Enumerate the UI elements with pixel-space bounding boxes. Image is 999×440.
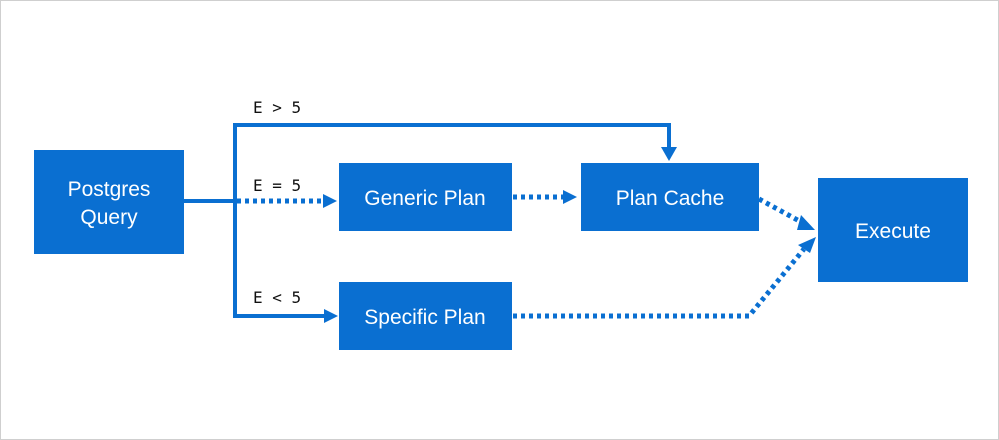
arrowhead-execute-from-specific <box>798 237 816 253</box>
node-postgres-query: Postgres Query <box>34 150 184 254</box>
edge-lt-to-specific-plan <box>233 201 324 318</box>
arrowhead-plan-cache <box>661 147 677 161</box>
node-postgres-query-line-1: Postgres <box>68 178 151 201</box>
node-specific-plan: Specific Plan <box>339 282 512 350</box>
node-execute-label: Execute <box>855 220 931 243</box>
node-specific-plan-label: Specific Plan <box>364 306 485 329</box>
edge-cache-to-execute <box>757 196 805 226</box>
edge-specific-to-execute <box>513 247 806 319</box>
node-plan-cache-label: Plan Cache <box>616 187 725 210</box>
edge-label-gt: E > 5 <box>253 98 301 117</box>
node-plan-cache: Plan Cache <box>581 163 759 231</box>
arrowhead-cache-from-generic <box>563 190 577 204</box>
arrowhead-execute-from-cache <box>797 215 815 230</box>
node-generic-plan-label: Generic Plan <box>364 187 485 210</box>
node-generic-plan: Generic Plan <box>339 163 512 231</box>
edge-gt-to-plan-cache <box>233 123 671 201</box>
node-execute: Execute <box>818 178 968 282</box>
edge-label-lt: E < 5 <box>253 288 301 307</box>
node-postgres-query-line-2: Query <box>80 206 138 229</box>
arrowhead-specific-plan <box>324 309 338 323</box>
edge-label-eq: E = 5 <box>253 176 301 195</box>
arrowhead-generic-plan <box>323 194 337 208</box>
